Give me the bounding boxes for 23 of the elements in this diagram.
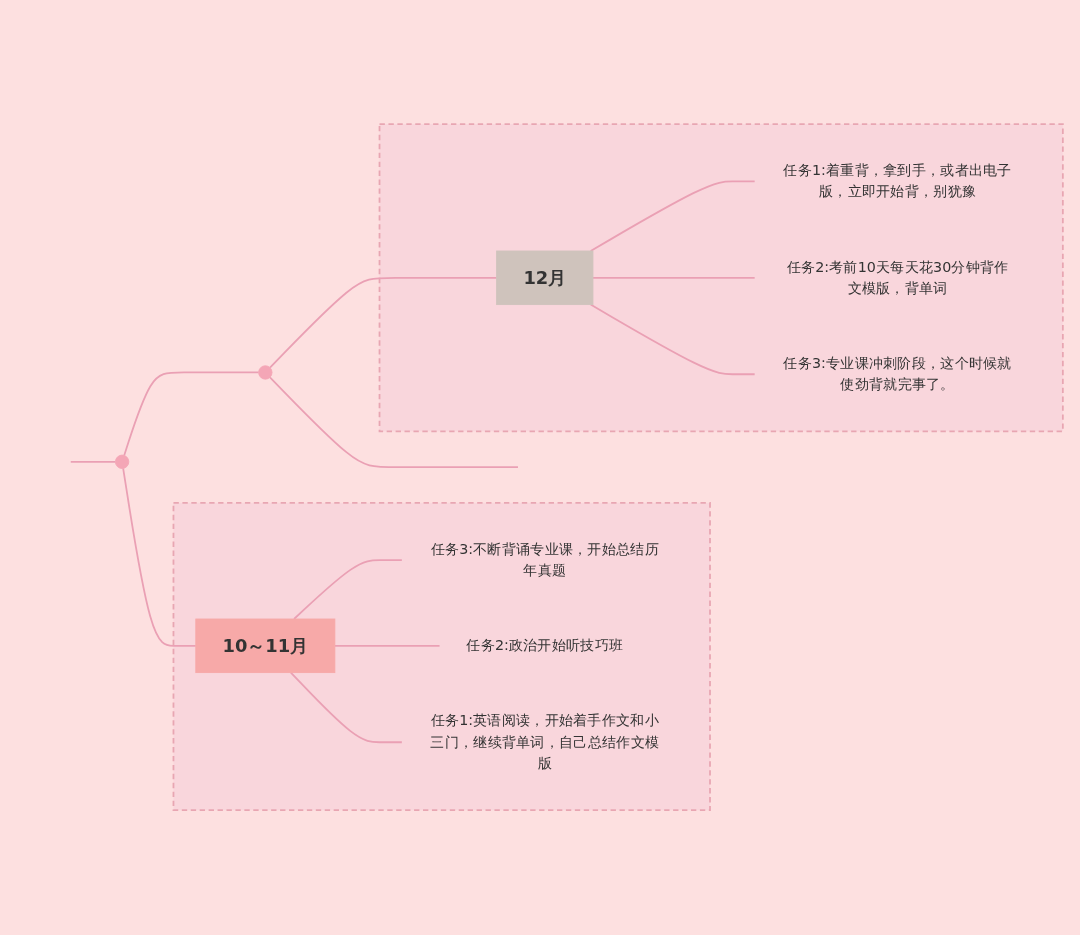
node-text: 任务2:考前10天每天花30分钟背作文模版，背单词: [786, 258, 1009, 297]
connector: [123, 371, 260, 457]
connector: [592, 277, 756, 280]
connector: [293, 559, 403, 621]
cluster: [378, 123, 1064, 433]
node-box: 10～11月: [195, 618, 336, 674]
node-box: 12月: [496, 250, 594, 306]
connector: [589, 304, 756, 376]
connector: [589, 180, 756, 253]
node-text: 任务3:专业课冲刺阶段，这个时候就使劲背就完事了。: [783, 354, 1012, 394]
cluster: [172, 502, 711, 812]
connector: [122, 467, 197, 648]
node-text: 任务2:政治开始听技巧班: [466, 637, 624, 655]
connector: [333, 645, 441, 648]
connector: [269, 376, 519, 469]
node-text: 任务1:英语阅读，开始着手作文和小三门，继续背单词，自己总结作文模版: [430, 712, 660, 773]
node-circle: [258, 365, 273, 380]
node-text: 任务1:着重背，拿到手，或者出电子版，立即开始背，别犹豫: [783, 162, 1012, 201]
node-circle: [114, 455, 130, 470]
connector: [69, 461, 117, 464]
connector: [289, 672, 403, 744]
node-text: 任务3:不断背诵专业课，开始总结历年真题: [430, 540, 659, 580]
connector: [269, 277, 498, 369]
